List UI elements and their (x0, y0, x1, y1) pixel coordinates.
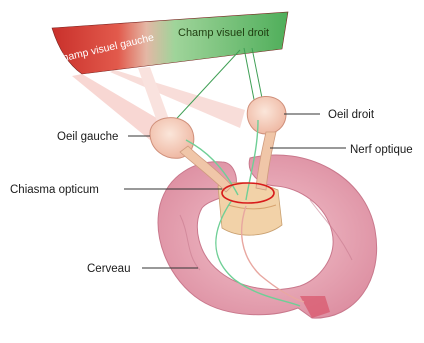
right-eye (247, 96, 286, 134)
brain-label: Cerveau (87, 263, 130, 275)
right-field-label: Champ visuel droit (178, 27, 269, 39)
right-eye-label: Oeil droit (328, 109, 375, 121)
chiasm-label: Chiasma opticum (10, 184, 99, 196)
visual-field-band (52, 12, 288, 74)
optic-nerve-label: Nerf optique (350, 144, 413, 156)
left-eye-label: Oeil gauche (57, 131, 118, 143)
